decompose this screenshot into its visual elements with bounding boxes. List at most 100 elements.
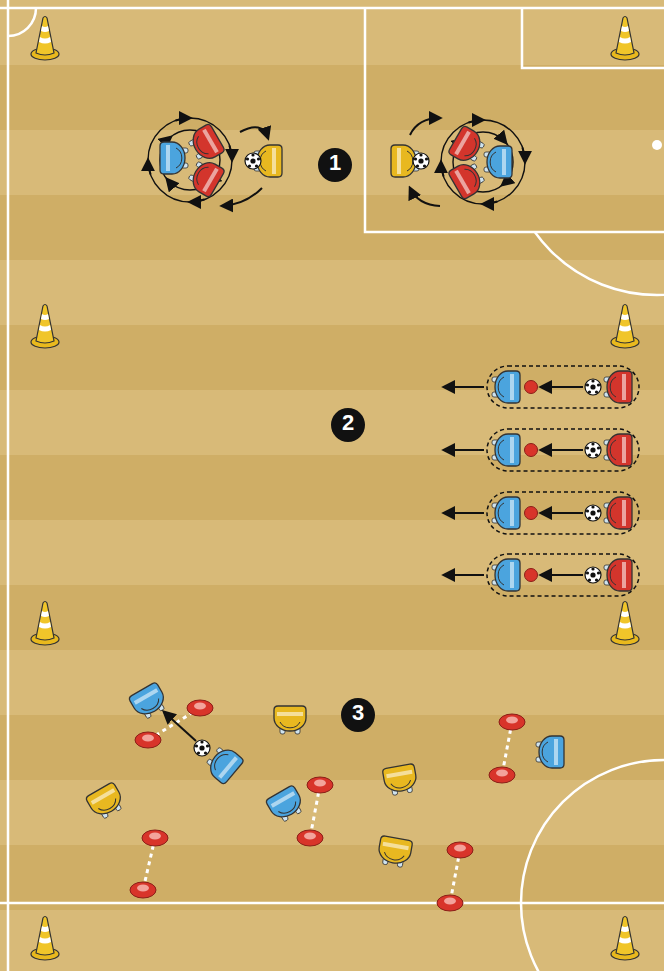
disc-cone xyxy=(489,767,515,783)
grass-stripe xyxy=(0,195,664,260)
marker-cone xyxy=(611,305,639,349)
soccer-ball xyxy=(585,379,601,395)
player-blue xyxy=(128,682,170,722)
marker-cone xyxy=(31,17,59,61)
pass-arrow xyxy=(541,512,583,514)
rotation-circle xyxy=(148,118,232,202)
grass-stripe xyxy=(0,585,664,650)
run-arrow xyxy=(444,574,484,576)
pass-arrow xyxy=(541,386,583,388)
player-red xyxy=(448,158,488,200)
player-blue xyxy=(492,559,520,591)
disc-cone xyxy=(499,714,525,730)
callout-circle xyxy=(318,148,352,182)
rotation-circle xyxy=(441,120,525,204)
pressure-arrow xyxy=(410,118,440,135)
grass-stripe xyxy=(0,455,664,520)
player-red xyxy=(185,123,225,165)
soccer-ball xyxy=(585,567,601,583)
callout-number: 2 xyxy=(333,410,363,440)
pressure-arrow xyxy=(240,127,268,138)
target-dot xyxy=(525,381,538,394)
rotation-arrow xyxy=(483,201,497,204)
target-dot xyxy=(525,444,538,457)
goal-line xyxy=(0,7,664,10)
disc-cone xyxy=(437,895,463,911)
player-red xyxy=(604,497,632,529)
marker-cone xyxy=(31,305,59,349)
halfway-line xyxy=(0,902,664,905)
callout-circle xyxy=(341,698,375,732)
disc-cone xyxy=(447,842,473,858)
player-yellow xyxy=(85,782,127,822)
run-arrow xyxy=(444,449,484,451)
disc-cone xyxy=(307,777,333,793)
pair-outline xyxy=(487,492,639,534)
grass-stripe xyxy=(0,715,664,780)
rotation-arrow xyxy=(176,118,190,121)
rotation-arrow xyxy=(229,146,232,160)
disc-cone xyxy=(142,830,168,846)
player-blue xyxy=(536,736,564,768)
soccer-ball xyxy=(585,505,601,521)
pair-outline xyxy=(487,429,639,471)
target-dot xyxy=(525,569,538,582)
penalty-arc xyxy=(507,232,664,295)
pass-arrow xyxy=(164,712,196,741)
grass-stripe xyxy=(0,325,664,390)
soccer-ball xyxy=(413,153,429,169)
callout-number: 3 xyxy=(343,700,373,730)
player-red xyxy=(185,156,225,198)
corner-arc xyxy=(8,8,36,36)
penalty-box xyxy=(365,8,664,232)
player-yellow xyxy=(274,706,306,734)
grass-stripes xyxy=(0,65,664,910)
rotation-arrow xyxy=(522,148,525,162)
disc-cone xyxy=(297,830,323,846)
disc-cone xyxy=(130,882,156,898)
goal-area xyxy=(522,8,664,68)
player-blue xyxy=(492,371,520,403)
touch-line xyxy=(7,0,10,971)
rotation-arrow xyxy=(190,199,204,202)
marker-cone xyxy=(611,602,639,646)
marker-cone xyxy=(31,602,59,646)
centre-circle xyxy=(521,760,664,971)
player-red xyxy=(448,125,488,167)
player-blue xyxy=(492,434,520,466)
soccer-ball xyxy=(194,740,210,756)
pass-arrow xyxy=(541,449,583,451)
pressure-arrow xyxy=(410,188,440,206)
marker-cone xyxy=(611,917,639,961)
player-blue xyxy=(484,146,512,178)
grass-stripe xyxy=(0,845,664,910)
callout-number: 1 xyxy=(320,150,350,180)
rotation-arrow xyxy=(498,136,506,143)
penalty-spot xyxy=(652,140,662,150)
marker-cone xyxy=(31,917,59,961)
disc-cone xyxy=(187,700,213,716)
rotation-arrow xyxy=(469,120,483,123)
run-arrow xyxy=(444,512,484,514)
target-dot xyxy=(525,507,538,520)
grass-stripe xyxy=(0,65,664,130)
disc-cone xyxy=(135,732,161,748)
pair-outline xyxy=(487,554,639,596)
rotation-arrow xyxy=(167,179,175,186)
pass-arrow xyxy=(541,574,583,576)
pair-outline xyxy=(487,366,639,408)
rotation-arrow xyxy=(441,162,444,176)
player-yellow xyxy=(382,763,418,796)
rotation-arrow xyxy=(148,160,151,174)
marker-cone xyxy=(611,17,639,61)
player-blue xyxy=(492,497,520,529)
pressure-arrow xyxy=(222,188,262,206)
player-yellow xyxy=(376,835,412,868)
player-blue xyxy=(202,742,244,785)
soccer-ball xyxy=(245,153,261,169)
player-red xyxy=(604,559,632,591)
player-blue xyxy=(265,785,307,825)
